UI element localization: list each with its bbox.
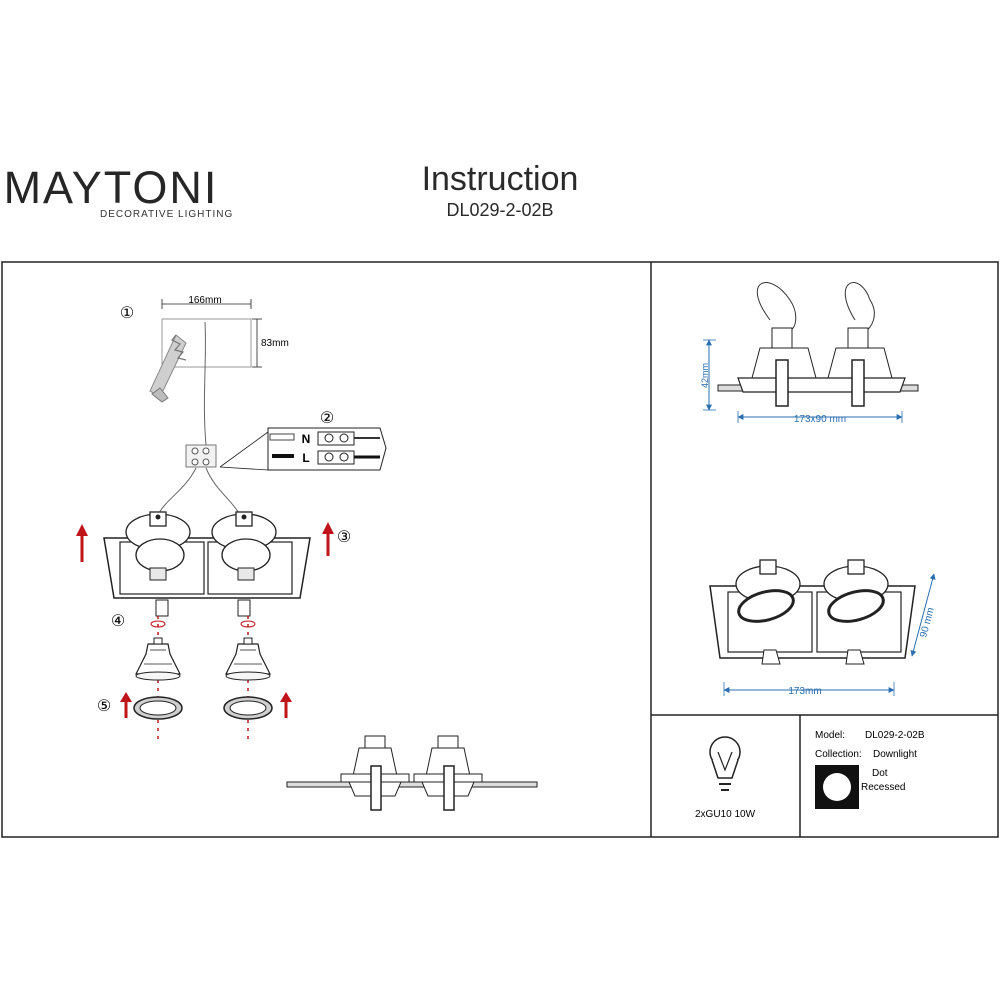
type-dot: Dot <box>872 768 888 779</box>
top-perspective-view: 173mm 90 mm <box>709 559 937 697</box>
terminal-l-label: L <box>302 451 309 465</box>
installed-side-view <box>286 735 538 811</box>
outer-frame <box>1 261 999 838</box>
depth-dim-label: 90 mm <box>918 606 937 638</box>
lamp-spec: 2xGU10 10W <box>695 809 756 820</box>
ceiling-cutout: 166mm 83mm <box>149 295 289 446</box>
model-number: DL029-2-02B <box>446 200 554 220</box>
model-value: DL029-2-02B <box>865 730 925 741</box>
brand-tagline: DECORATIVE LIGHTING <box>100 209 234 220</box>
brand-logo: MAYTONI <box>3 162 219 213</box>
step-2-label: ② <box>320 410 334 427</box>
page-title: Instruction <box>421 160 579 198</box>
step-1-label: ① <box>120 305 134 322</box>
collection-label: Collection: <box>815 749 862 760</box>
bulb-right-icon <box>225 637 271 681</box>
width-dim-label: 173mm <box>788 686 821 697</box>
side-dimension-view: 42mm 173x90 mm <box>700 282 919 425</box>
terminal-n-label: N <box>302 432 311 446</box>
model-label: Model: <box>815 730 845 741</box>
type-recessed: Recessed <box>861 782 905 793</box>
cutout-height-label: 83mm <box>261 338 289 349</box>
cutout-width-label: 166mm <box>188 295 221 306</box>
step-3-label: ③ <box>337 529 351 546</box>
wiring-detail: N L <box>157 427 387 516</box>
collection-value: Downlight <box>873 749 917 760</box>
ring-left-icon <box>133 696 183 720</box>
bulb-left-icon <box>135 637 181 681</box>
lamp-spec-icon <box>709 736 741 791</box>
height-dim-label: 42mm <box>700 363 710 388</box>
step-4-label: ④ <box>111 613 125 630</box>
step-5-label: ⑤ <box>97 698 111 715</box>
bulb-install <box>135 616 271 740</box>
ring-install <box>120 692 292 720</box>
ring-right-icon <box>223 696 273 720</box>
size-side-label: 173x90 mm <box>794 414 846 425</box>
saw-icon <box>149 334 187 403</box>
fixture-double <box>76 511 334 617</box>
